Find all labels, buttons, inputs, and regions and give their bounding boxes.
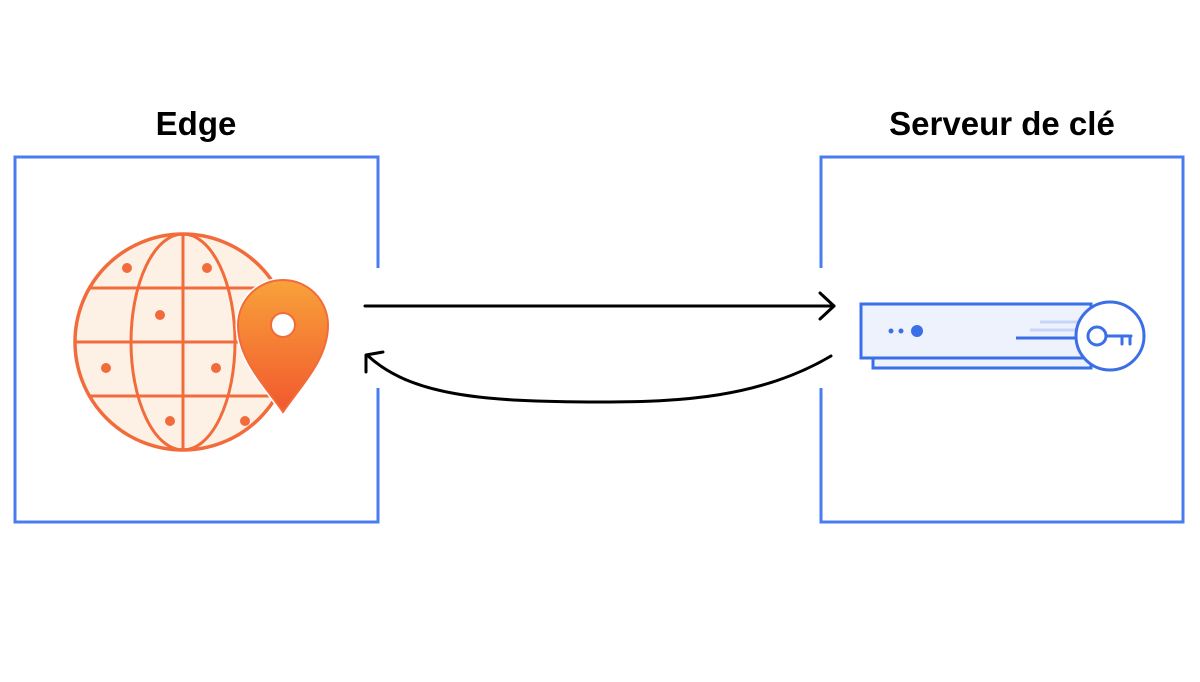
- request-arrow: [363, 291, 836, 321]
- location-pin-icon: [235, 277, 331, 415]
- edge-box: [13, 155, 380, 524]
- key-server-box: [819, 155, 1185, 524]
- edge-title: Edge: [155, 105, 237, 142]
- server-key-icon: [859, 300, 1146, 372]
- key-server-title: Serveur de clé: [889, 105, 1115, 142]
- response-arrow: [364, 350, 833, 404]
